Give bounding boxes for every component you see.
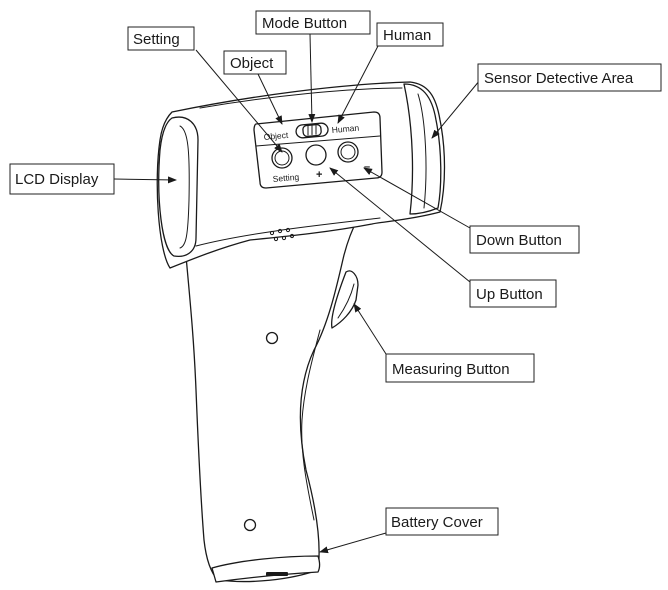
thermometer-device: Object Human Setting + –	[156, 81, 446, 583]
handle-outline	[185, 199, 373, 583]
lcd-display-shape	[158, 116, 199, 258]
callout-human: Human	[376, 22, 444, 47]
callout-measuring-label: Measuring Button	[392, 361, 510, 378]
panel-label-plus: +	[316, 169, 322, 181]
callout-human-label: Human	[383, 27, 431, 44]
callout-down: Down Button	[469, 225, 580, 254]
panel-label-minus: –	[364, 161, 370, 173]
screw-lower	[243, 518, 257, 532]
callout-object: Object	[223, 50, 287, 75]
sensor-area-shape	[403, 83, 442, 215]
callout-mode-button-label: Mode Button	[262, 15, 347, 32]
callout-sensor-label: Sensor Detective Area	[484, 70, 634, 87]
leader-lines	[113, 33, 481, 554]
callout-lcd: LCD Display	[9, 163, 115, 195]
callout-mode-button: Mode Button	[255, 10, 371, 35]
battery-cover-shape	[211, 555, 321, 583]
callout-battery: Battery Cover	[385, 507, 499, 536]
callout-setting: Setting	[127, 26, 195, 51]
mode-switch[interactable]	[295, 122, 329, 139]
callout-down-label: Down Button	[476, 232, 562, 249]
callout-setting-label: Setting	[133, 31, 180, 48]
callout-lcd-label: LCD Display	[15, 171, 99, 188]
callout-measuring: Measuring Button	[385, 353, 535, 383]
callout-sensor: Sensor Detective Area	[477, 63, 662, 92]
measuring-button-shape[interactable]	[330, 270, 359, 329]
callout-up-label: Up Button	[476, 286, 543, 303]
up-button-shape[interactable]	[305, 144, 327, 166]
screw-upper	[265, 331, 279, 345]
speaker-holes	[269, 227, 295, 242]
panel-label-object: Object	[263, 130, 289, 142]
callout-object-label: Object	[230, 55, 274, 72]
panel-label-human: Human	[331, 123, 359, 135]
panel-label-setting: Setting	[272, 172, 300, 184]
callout-battery-label: Battery Cover	[391, 514, 483, 531]
callout-up: Up Button	[469, 279, 557, 308]
